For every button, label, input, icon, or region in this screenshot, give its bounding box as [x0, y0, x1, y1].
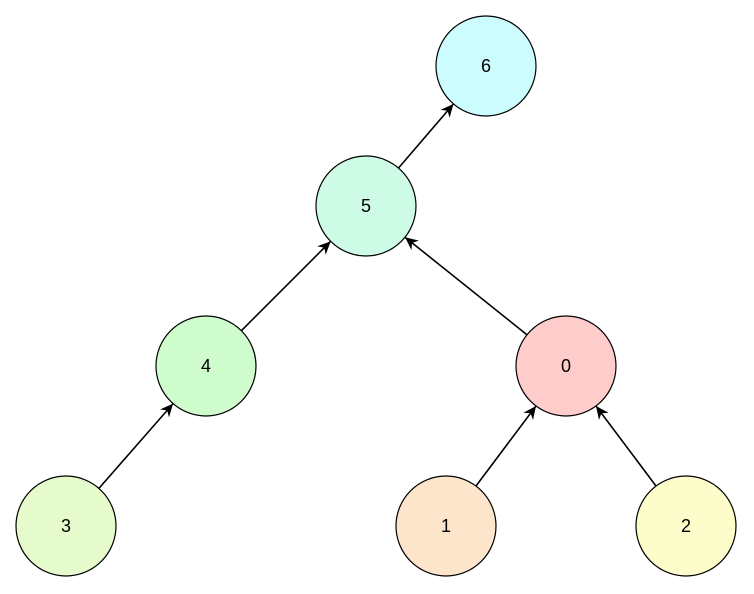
edge-2-to-0	[595, 405, 657, 487]
node-label-4: 4	[201, 356, 211, 376]
nodes-layer: 6 5 4 0 3 1 2	[15, 15, 737, 577]
node-circle-5	[315, 155, 417, 257]
node-circle-2	[635, 475, 737, 577]
node-label-5: 5	[361, 196, 371, 216]
edges-layer	[98, 103, 657, 489]
node-circle-1	[395, 475, 497, 577]
node-label-1: 1	[441, 516, 451, 536]
edge-4-to-5	[240, 240, 332, 332]
edge-0-to-5	[404, 236, 528, 336]
node-2: 2	[635, 475, 737, 577]
node-4: 4	[155, 315, 257, 417]
node-circle-3	[15, 475, 117, 577]
node-6: 6	[435, 15, 537, 117]
edge-1-to-0	[475, 405, 537, 487]
node-label-2: 2	[681, 516, 691, 536]
node-5: 5	[315, 155, 417, 257]
node-label-6: 6	[481, 56, 491, 76]
node-3: 3	[15, 475, 117, 577]
edge-5-to-6	[397, 103, 455, 169]
node-circle-4	[155, 315, 257, 417]
node-label-0: 0	[561, 356, 571, 376]
node-label-3: 3	[61, 516, 71, 536]
node-1: 1	[395, 475, 497, 577]
edge-3-to-4	[98, 403, 174, 489]
node-0: 0	[515, 315, 617, 417]
node-circle-0	[515, 315, 617, 417]
node-circle-6	[435, 15, 537, 117]
